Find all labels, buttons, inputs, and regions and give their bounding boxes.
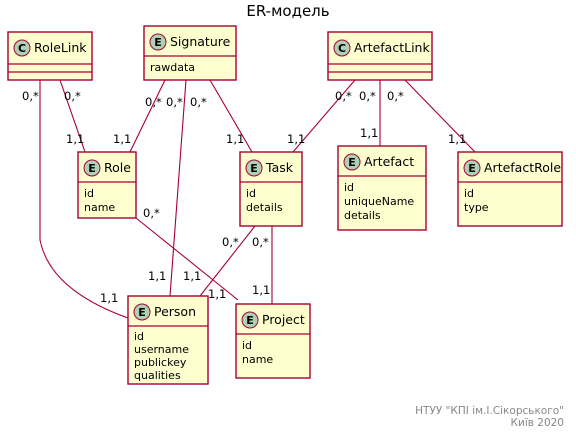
entity-attribute: username: [134, 343, 189, 356]
entity-badge-icon: [245, 159, 263, 177]
entity-attribute: id: [84, 187, 94, 200]
entity-person: E Person id username publickey qualities: [127, 295, 209, 385]
entity-badge-letter: E: [246, 314, 254, 327]
edge-rolelink-role: [59, 79, 86, 153]
mult-label: 1,1: [66, 132, 84, 146]
entity-name: ArtefactRole: [484, 160, 561, 175]
edge-task-person: [199, 225, 256, 297]
entity-artefactlink: C ArtefactLink: [327, 31, 433, 81]
entity-name: Signature: [170, 34, 231, 49]
class-badge-icon: [333, 39, 351, 57]
entity-attribute: id: [242, 339, 252, 352]
entity-name: RoleLink: [34, 40, 87, 55]
mult-label: 1,1: [226, 132, 244, 146]
entity-attribute: uniqueName: [344, 195, 414, 208]
entity-badge-icon: [149, 33, 167, 51]
edge-role-project: [135, 217, 239, 301]
edge-signature-role: [129, 79, 166, 153]
entity-name: Project: [262, 312, 305, 327]
relationship-lines: [39, 79, 476, 319]
entity-name: Role: [104, 160, 131, 175]
entity-badge-icon: [133, 303, 151, 321]
mult-label: 0,*: [252, 235, 269, 249]
entity-name: Person: [154, 304, 196, 319]
mult-label: 0,*: [166, 95, 183, 109]
entity-task: E Task id details: [239, 151, 303, 227]
entity-badge-icon: [343, 153, 361, 171]
entity-badge-icon: [241, 311, 259, 329]
entity-attribute: details: [344, 209, 381, 222]
mult-label: 0,*: [64, 89, 81, 103]
mult-label: 0,*: [387, 89, 404, 103]
entity-attribute: name: [84, 201, 115, 214]
entity-badge-letter: E: [138, 306, 146, 319]
mult-label: 0,*: [143, 206, 160, 220]
entity-name: Task: [265, 160, 294, 175]
entity-role: E Role id name: [77, 151, 137, 219]
footer-institution: НТУУ "КПІ ім.І.Сікорського": [415, 405, 564, 417]
mult-label: 1,1: [208, 287, 226, 301]
entity-badge-icon: [83, 159, 101, 177]
entity-badge-letter: E: [250, 162, 258, 175]
footer-city-year: Київ 2020: [511, 417, 564, 429]
edge-signature-person: [169, 79, 187, 297]
mult-label: 1,1: [100, 291, 118, 305]
diagram-title: ER-модель: [246, 2, 329, 20]
entity-artefactrole: E ArtefactRole id type: [457, 151, 563, 227]
entity-badge-icon: [463, 159, 481, 177]
mult-label: 1,1: [448, 132, 466, 146]
mult-label: 0,*: [145, 95, 162, 109]
mult-label: 0,*: [190, 95, 207, 109]
entity-project: E Project id name: [235, 303, 311, 379]
entity-badge-letter: E: [348, 156, 356, 169]
edge-rolelink-person: [39, 80, 129, 319]
entity-name: ArtefactLink: [354, 40, 430, 55]
entity-attribute: qualities: [134, 369, 181, 382]
entity-attribute: name: [242, 353, 273, 366]
entity-attribute: id: [464, 187, 474, 200]
edge-artefactlink-artefactrole: [404, 79, 476, 153]
entity-signature: E Signature rawdata: [143, 25, 237, 81]
class-badge-icon: [13, 39, 31, 57]
entity-badge-letter: E: [154, 36, 162, 49]
mult-label: 1,1: [360, 126, 378, 140]
entity-attribute: details: [246, 201, 283, 214]
entity-badge-letter: E: [88, 162, 96, 175]
mult-label: 1,1: [148, 269, 166, 283]
mult-label: 0,*: [335, 89, 352, 103]
mult-label: 1,1: [252, 283, 270, 297]
entity-attribute: type: [464, 201, 489, 214]
multiplicity-labels: 0,* 1,1 0,* 1,1 0,* 1,1 0,* 1,1 0,* 1,1 …: [22, 89, 466, 305]
entity-badge-letter: E: [468, 162, 476, 175]
class-badge-letter: C: [18, 42, 26, 55]
edge-signature-task: [209, 79, 253, 153]
mult-label: 1,1: [113, 132, 131, 146]
mult-label: 1,1: [183, 269, 201, 283]
mult-label: 1,1: [287, 132, 305, 146]
mult-label: 0,*: [22, 89, 39, 103]
mult-label: 0,*: [359, 89, 376, 103]
edge-artefactlink-task: [292, 79, 356, 153]
entity-attribute: id: [344, 181, 354, 194]
class-badge-letter: C: [338, 42, 346, 55]
entity-attribute: id: [134, 330, 144, 343]
mult-label: 0,*: [222, 235, 239, 249]
entity-rolelink: C RoleLink: [7, 31, 93, 81]
entity-artefact: E Artefact id uniqueName details: [337, 145, 427, 231]
entity-attribute: publickey: [134, 356, 187, 369]
entity-attribute: id: [246, 187, 256, 200]
entity-name: Artefact: [364, 154, 414, 169]
entity-attribute: rawdata: [150, 61, 195, 74]
